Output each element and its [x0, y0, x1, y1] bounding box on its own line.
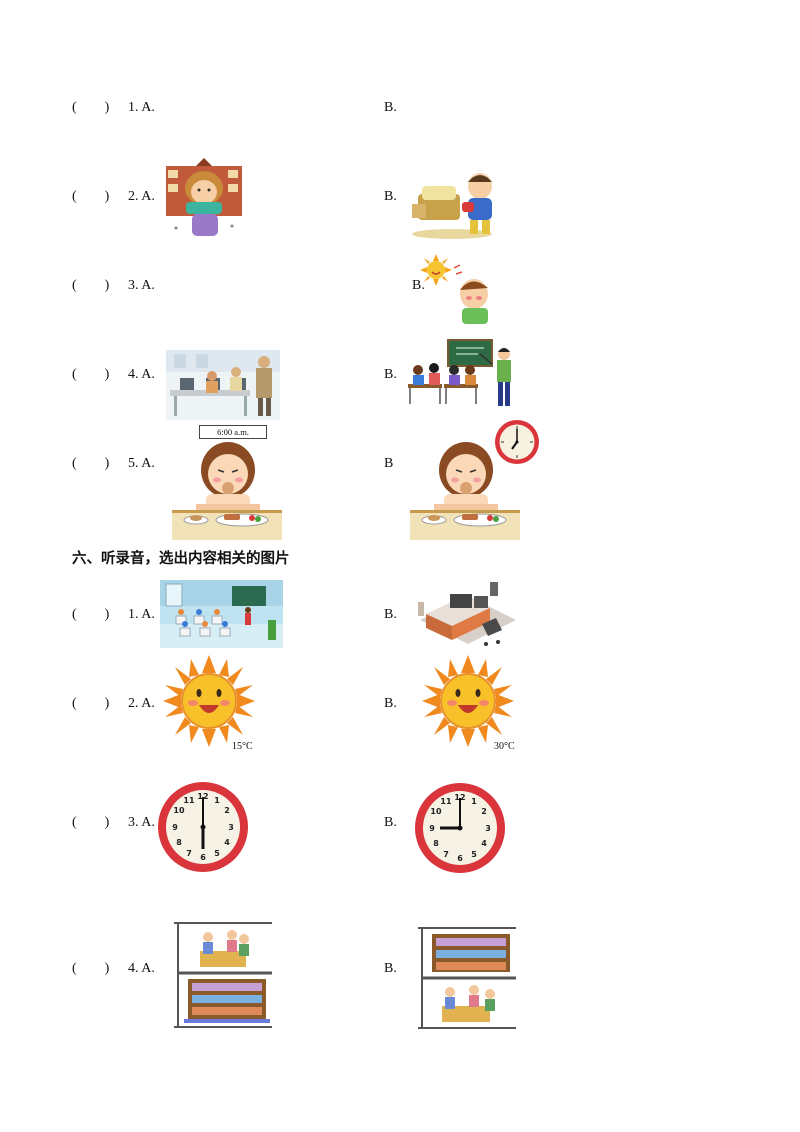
- sun-icon[interactable]: [161, 655, 257, 747]
- svg-text:3: 3: [485, 824, 491, 833]
- temperature-label: 15°C: [232, 741, 253, 752]
- section-heading: 六、听录音，选出内容相关的图片: [72, 551, 290, 567]
- svg-text:10: 10: [430, 807, 442, 816]
- svg-text:9: 9: [429, 824, 435, 833]
- svg-text:1: 1: [214, 796, 220, 805]
- option-a-label: 2. A.: [128, 696, 155, 711]
- answer-blank[interactable]: ( ): [72, 961, 110, 976]
- svg-text:5: 5: [214, 849, 220, 858]
- library-upstairs-icon[interactable]: [414, 926, 518, 1030]
- option-b-label: B.: [412, 278, 425, 293]
- answer-blank[interactable]: ( ): [72, 189, 110, 204]
- answer-blank[interactable]: ( ): [72, 278, 110, 293]
- svg-text:2: 2: [224, 806, 230, 815]
- temperature-label: 30°C: [494, 741, 515, 752]
- svg-text:9: 9: [172, 823, 178, 832]
- option-b-label: B.: [384, 189, 397, 204]
- svg-text:4: 4: [224, 838, 230, 847]
- answer-blank[interactable]: ( ): [72, 456, 110, 471]
- svg-text:3: 3: [228, 823, 234, 832]
- svg-text:7: 7: [443, 850, 449, 859]
- svg-text:12: 12: [454, 793, 465, 802]
- svg-text:8: 8: [176, 838, 182, 847]
- svg-text:1: 1: [471, 797, 477, 806]
- option-a-label: 2. A.: [128, 189, 155, 204]
- library-upstairs-icon[interactable]: [170, 921, 274, 1029]
- svg-text:6: 6: [200, 853, 206, 862]
- svg-text:7: 7: [186, 849, 192, 858]
- computer-room-icon[interactable]: [166, 350, 280, 420]
- hot-sun-boy-icon[interactable]: [420, 254, 494, 324]
- option-a-label: 3. A.: [128, 278, 155, 293]
- option-b-label: B.: [384, 961, 397, 976]
- computer-classroom-icon[interactable]: [160, 580, 283, 648]
- svg-text:6: 6: [457, 854, 463, 863]
- option-a-label: 4. A.: [128, 367, 155, 382]
- option-a-label: 4. A.: [128, 961, 155, 976]
- svg-text:11: 11: [183, 796, 195, 805]
- svg-text:11: 11: [440, 797, 452, 806]
- cold-girl-scarf-icon[interactable]: [166, 158, 242, 242]
- boy-sick-bed-icon[interactable]: [408, 168, 496, 240]
- option-a-label: 3. A.: [128, 815, 155, 830]
- option-b-label: B.: [384, 815, 397, 830]
- option-b-label: B.: [384, 696, 397, 711]
- answer-blank[interactable]: ( ): [72, 607, 110, 622]
- svg-text:4: 4: [481, 839, 487, 848]
- girl-breakfast-icon[interactable]: [172, 440, 282, 540]
- option-b-label: B.: [384, 100, 397, 115]
- svg-text:10: 10: [173, 806, 185, 815]
- answer-blank[interactable]: ( ): [72, 100, 110, 115]
- option-b-label: B.: [384, 367, 397, 382]
- sun-icon[interactable]: [420, 655, 516, 747]
- option-b-label: B.: [384, 607, 397, 622]
- svg-text:12: 12: [197, 792, 208, 801]
- office-desk-icon[interactable]: [416, 580, 520, 654]
- option-a-label: 1. A.: [128, 100, 155, 115]
- svg-text:5: 5: [471, 850, 477, 859]
- option-a-label: 1. A.: [128, 607, 155, 622]
- time-caption: 6:00 a.m.: [199, 425, 267, 439]
- answer-blank[interactable]: ( ): [72, 696, 110, 711]
- svg-text:2: 2: [481, 807, 487, 816]
- girl-breakfast-icon[interactable]: [410, 440, 520, 540]
- svg-text:8: 8: [433, 839, 439, 848]
- option-a-label: 5. A.: [128, 456, 155, 471]
- option-b-label: B: [384, 456, 394, 471]
- classroom-teacher-icon[interactable]: [404, 339, 520, 408]
- clock-icon[interactable]: [493, 418, 541, 466]
- answer-blank[interactable]: ( ): [72, 815, 110, 830]
- answer-blank[interactable]: ( ): [72, 367, 110, 382]
